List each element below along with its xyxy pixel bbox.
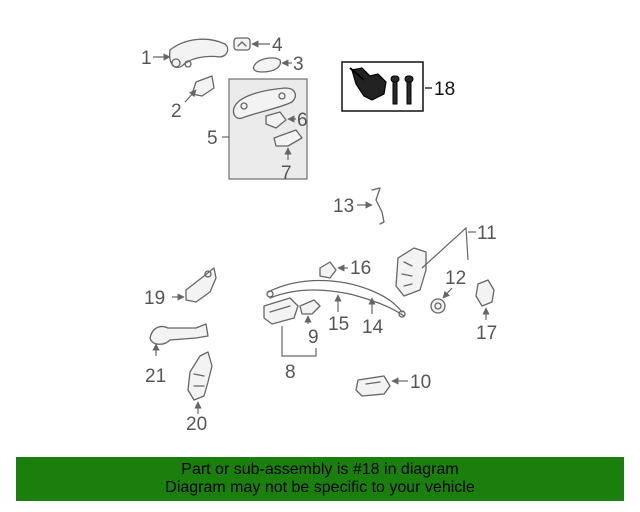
part-18-lock-cylinder-set	[349, 67, 414, 105]
callout-5: 5	[207, 128, 218, 149]
banner-line-2: Diagram may not be specific to your vehi…	[165, 479, 475, 496]
part-16-clip	[319, 261, 337, 279]
callout-13: 13	[333, 196, 354, 217]
part-6-clip	[265, 111, 287, 129]
leader-2	[184, 89, 197, 103]
callout-14: 14	[362, 317, 384, 338]
banner-line-1: Part or sub-assembly is #18 in diagram	[181, 461, 459, 478]
part-5-handle-frame	[232, 87, 296, 120]
leader-8	[281, 326, 317, 357]
callout-7: 7	[281, 163, 292, 184]
callout-21: 21	[145, 366, 166, 387]
callout-10: 10	[410, 372, 431, 393]
callout-19: 19	[144, 288, 165, 309]
callout-6: 6	[297, 110, 308, 131]
part-19-bracket	[185, 267, 217, 303]
callout-4: 4	[272, 35, 283, 56]
callout-3: 3	[293, 54, 304, 75]
part-1-outside-handle	[169, 38, 229, 69]
part-2-pad	[191, 75, 215, 97]
callout-18: 18	[434, 79, 455, 100]
callout-11: 11	[477, 223, 497, 244]
part-9-bezel	[299, 299, 321, 315]
callout-15: 15	[328, 314, 349, 335]
callout-2: 2	[171, 101, 182, 122]
part-7-bracket	[273, 129, 303, 147]
leader-12	[442, 287, 453, 299]
callout-8: 8	[285, 362, 296, 383]
part-21-handle-link	[149, 323, 209, 345]
callout-12: 12	[445, 268, 466, 289]
callout-9: 9	[308, 327, 319, 348]
part-8-inside-handle	[263, 297, 299, 325]
part-17-cover	[475, 279, 495, 307]
part-11-lock-assembly	[395, 247, 427, 297]
part-4-cap	[233, 37, 251, 51]
callout-17: 17	[476, 323, 497, 344]
part-20-latch	[187, 351, 213, 401]
callout-20: 20	[186, 414, 207, 435]
part-10-escutcheon	[355, 375, 391, 397]
part-13-rod	[371, 187, 385, 225]
part-14-15-cables	[266, 279, 406, 318]
callout-16: 16	[350, 258, 371, 279]
part-3-handle-cover	[252, 57, 282, 73]
info-banner: Part or sub-assembly is #18 in diagram D…	[16, 457, 624, 501]
part-12-grommet	[430, 298, 446, 314]
leader-11	[421, 226, 469, 269]
callout-1: 1	[141, 48, 152, 69]
